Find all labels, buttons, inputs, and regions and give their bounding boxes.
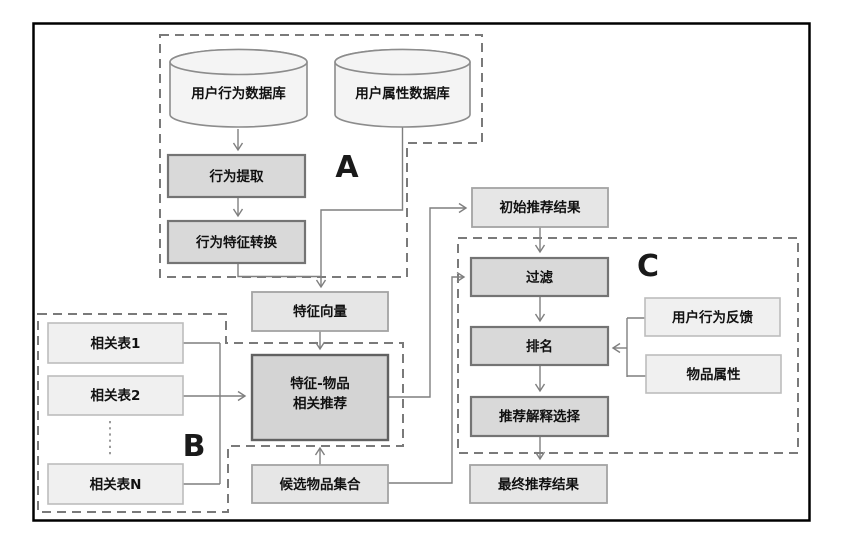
region-a-outline	[159, 34, 483, 278]
node-filter-label: 过滤	[526, 269, 554, 286]
node-user-attribute-db-label: 用户属性数据库	[355, 85, 450, 102]
edge-conversion-out	[237, 263, 321, 278]
region-b-outline	[37, 313, 404, 513]
node-user-behavior-db: 用户行为数据库	[169, 48, 308, 128]
node-behavior-feature-conversion: 行为特征转换	[166, 219, 307, 265]
node-related-table-1: 相关表1	[47, 322, 184, 364]
node-user-behavior-db-label: 用户行为数据库	[191, 85, 286, 102]
edge-candidates-to-filter	[388, 271, 466, 484]
node-filter: 过滤	[469, 256, 610, 298]
node-feature-item-recommendation-label-line1: 特征-物品	[290, 375, 350, 392]
node-behavior-extraction-label: 行为提取	[209, 168, 264, 185]
node-feature-vector: 特征向量	[251, 291, 389, 332]
node-item-attributes: 物品属性	[645, 354, 782, 394]
node-related-table-n: 相关表N	[47, 463, 184, 505]
region-c-outline	[457, 237, 799, 454]
node-related-table-n-label: 相关表N	[90, 476, 142, 493]
node-user-attribute-db: 用户属性数据库	[334, 48, 471, 128]
node-initial-recommendation-result: 初始推荐结果	[471, 187, 609, 228]
node-feature-item-recommendation-label-line2: 相关推荐	[293, 395, 347, 412]
node-initial-recommendation-result-label: 初始推荐结果	[500, 199, 581, 216]
node-related-table-2: 相关表2	[47, 375, 184, 416]
edge-db2-to-feature-vector	[315, 127, 404, 289]
node-behavior-feature-conversion-label: 行为特征转换	[195, 234, 277, 251]
node-final-recommendation-result-label: 最终推荐结果	[498, 476, 579, 493]
edge-rec-to-initial-result	[388, 202, 468, 398]
node-recommendation-explanation-selection-label: 推荐解释选择	[499, 408, 580, 425]
node-related-table-1-label: 相关表1	[91, 335, 141, 352]
node-user-behavior-feedback-label: 用户行为反馈	[672, 309, 753, 326]
node-candidate-item-set-label: 候选物品集合	[280, 476, 361, 493]
node-candidate-item-set: 候选物品集合	[251, 464, 389, 504]
node-item-attributes-label: 物品属性	[687, 366, 741, 383]
region-a-label: A	[335, 150, 359, 185]
node-ranking-label: 排名	[526, 338, 553, 355]
node-recommendation-explanation-selection: 推荐解释选择	[469, 395, 610, 438]
region-b-label: B	[183, 429, 206, 464]
node-feature-item-recommendation: 特征-物品 相关推荐	[250, 353, 390, 442]
node-feature-vector-label: 特征向量	[293, 303, 347, 320]
node-final-recommendation-result: 最终推荐结果	[469, 464, 608, 504]
node-user-behavior-feedback: 用户行为反馈	[644, 297, 781, 337]
node-ranking: 排名	[469, 325, 610, 367]
node-related-table-2-label: 相关表2	[91, 387, 141, 404]
node-behavior-extraction: 行为提取	[166, 153, 307, 199]
region-c-label: C	[637, 249, 659, 284]
